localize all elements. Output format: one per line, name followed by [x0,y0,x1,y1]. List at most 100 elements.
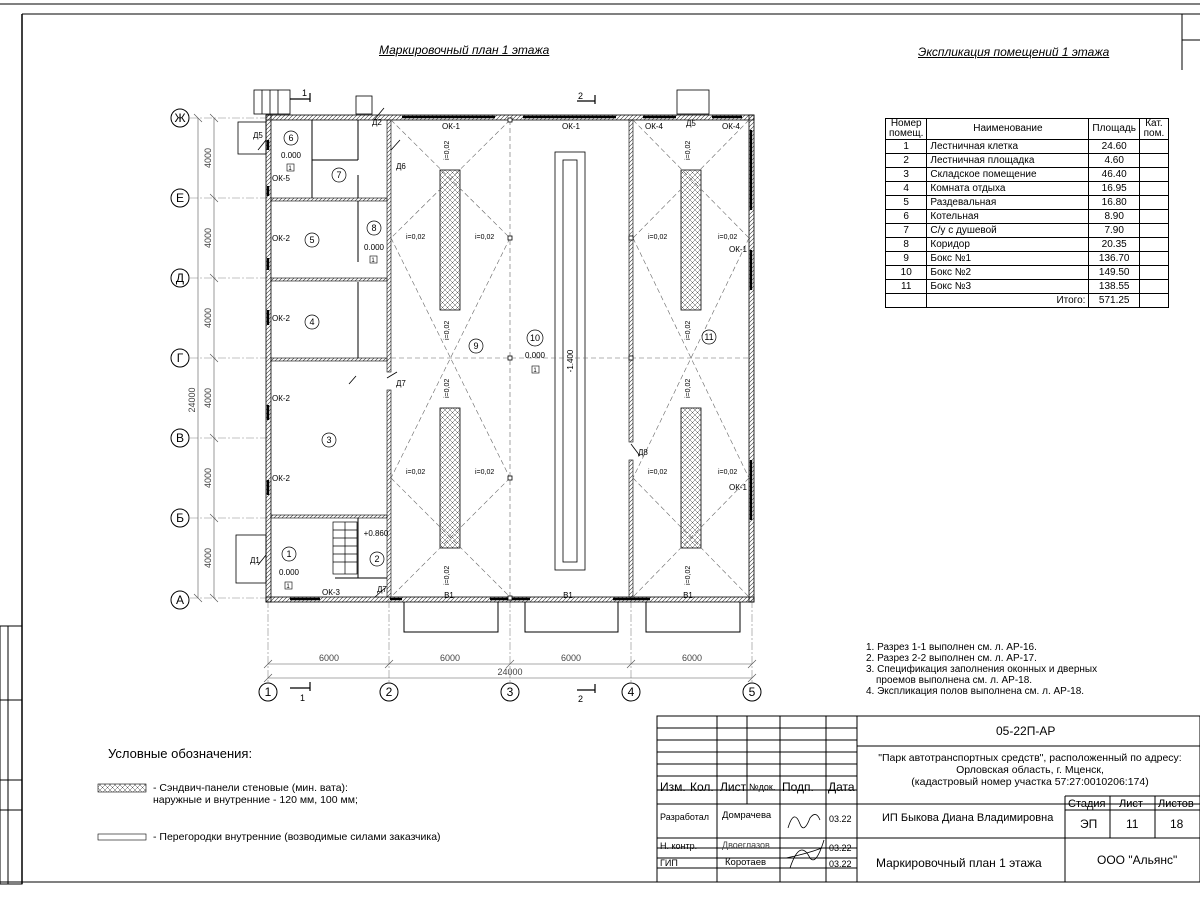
legend-text: - Сэндвич-панели стеновые (мин. вата): [153,782,348,794]
door-label: Д8 [638,448,648,457]
header-kol: Кол. [690,780,714,794]
window-label: ОК-4 [645,122,664,131]
room-number: 10 [530,333,540,343]
slope-label: i=0,02 [718,234,737,241]
room-numbers: 6 7 5 4 8 3 1 2 9 10 11 [286,133,713,564]
legend-title: Условные обозначения: [108,746,253,761]
axis-row-label: Е [176,191,184,205]
project-line: "Парк автотранспортных средств", располо… [878,752,1182,764]
window-label: ОК-1 [442,122,461,131]
level-box-mark: 1 [371,258,375,264]
room-number: 1 [286,549,291,559]
sheets-value: 18 [1170,817,1184,831]
window-label: ОК-2 [272,234,291,243]
legend-text: наружные и внутренние - 120 мм, 100 мм; [153,794,358,806]
sheet-header: Лист [1119,798,1143,810]
level-mark: 0.000 [281,151,302,160]
sheet-value: 11 [1126,817,1139,831]
name-chief-engineer: Коротаев [725,857,767,868]
gates [403,602,741,633]
window-label: ОК-1 [729,483,748,492]
room-number: 4 [309,317,314,327]
col-header-name: Наименование [926,118,1090,140]
sheets-header: Листов [1158,798,1194,810]
header-data: Дата [828,780,855,794]
dimension-texts: 4000 4000 4000 4000 4000 4000 24000 6000… [187,148,702,677]
note-line: 1. Разрез 1-1 выполнен см. л. АР-16. [866,642,1037,653]
door-label: Д7 [396,379,406,388]
section-1-label: 1 [302,88,307,98]
slope-lines [390,119,750,598]
note-line: 4. Экспликация полов выполнена см. л. АР… [866,686,1085,697]
door-label: Д6 [396,162,406,171]
level-mark: 0.000 [279,568,300,577]
header-izm: Изм. [660,780,686,794]
inner-walls [270,119,634,598]
window-labels: ОК-1 ОК-1 ОК-4 ОК-4 ОК-1 ОК-1 ОК-5 ОК-2 … [272,122,748,597]
cell-area: 7.90 [1088,223,1140,238]
axis-row-label: В [176,431,184,445]
cell-cat [1138,139,1169,154]
level-mark: 0.000 [364,243,385,252]
cell-cat [1138,223,1169,238]
cell-num: 11 [884,279,928,294]
room-number: 8 [371,223,376,233]
section-1-label: 1 [300,693,305,703]
door-swings [257,107,641,598]
slope-label: i=0,02 [444,321,451,340]
porch-top [253,89,710,115]
axis-row-label: Б [176,511,184,525]
date-normcontrol: 03.22 [829,843,852,853]
row-dim: 4000 [203,388,213,408]
columns [507,117,634,601]
cell-area: 46.40 [1088,167,1140,182]
axis-row-label: Г [177,351,184,365]
room-circles [281,130,717,567]
window-marks [266,115,753,601]
row-total-dim: 24000 [187,387,197,412]
level-texts: 0.000 0.000 0.000 0.000 +0.860 -1.400 1 … [279,151,575,590]
stairs [332,521,358,575]
role-chief-engineer: ГИП [660,858,678,868]
level-box-mark: 1 [533,368,537,374]
level-box-mark: 1 [288,166,292,172]
cell-name: Комната отдыха [926,181,1090,196]
slope-label: i=0,02 [718,469,737,476]
axis-row-label: Д [176,271,184,285]
slope-labels: i=0,02 i=0,02 i=0,02 i=0,02 i=0,02 i=0,0… [406,141,737,585]
date-chief-engineer: 03.22 [829,859,852,869]
explication-title: Экспликация помещений 1 этажа [918,45,1110,59]
role-normcontrol: Н. контр. [660,841,698,851]
cell-name: Коридор [926,237,1090,252]
cell-area: 136.70 [1088,251,1140,266]
cell-area: 16.95 [1088,181,1140,196]
partitions [311,120,387,579]
slope-label: i=0,02 [406,469,425,476]
axis-labels: Ж Е Д Г В Б А 1 2 3 4 5 [174,111,755,699]
total-label: Итого: [926,293,1090,308]
door-label: Д1 [250,556,260,565]
slope-label: i=0,02 [685,141,692,160]
company-name: ООО "Альянс" [1097,853,1178,867]
table-total-row: Итого: 571.25 [884,293,1169,308]
room-number: 11 [704,332,713,342]
gate-label: В1 [563,591,573,600]
header-podp: Подп. [782,780,814,794]
axis-row-label: Ж [174,111,185,125]
cell-name: Котельная [926,209,1090,224]
note-line: 3. Спецификация заполнения оконных и две… [866,664,1098,675]
room-number: 9 [473,341,478,351]
slope-label: i=0,02 [685,379,692,398]
cell-num: 2 [884,153,928,168]
explication-table: Номер помещ. Наименование Площадь Кат. п… [884,118,1169,308]
cell-num: 8 [884,237,928,252]
doc-code: 05-22П-АР [996,724,1056,738]
slope-label: i=0,02 [406,234,425,241]
room-number: 7 [336,170,341,180]
title-block [656,715,1200,883]
cell-cat [1138,195,1169,210]
section-2-label: 2 [578,91,583,101]
